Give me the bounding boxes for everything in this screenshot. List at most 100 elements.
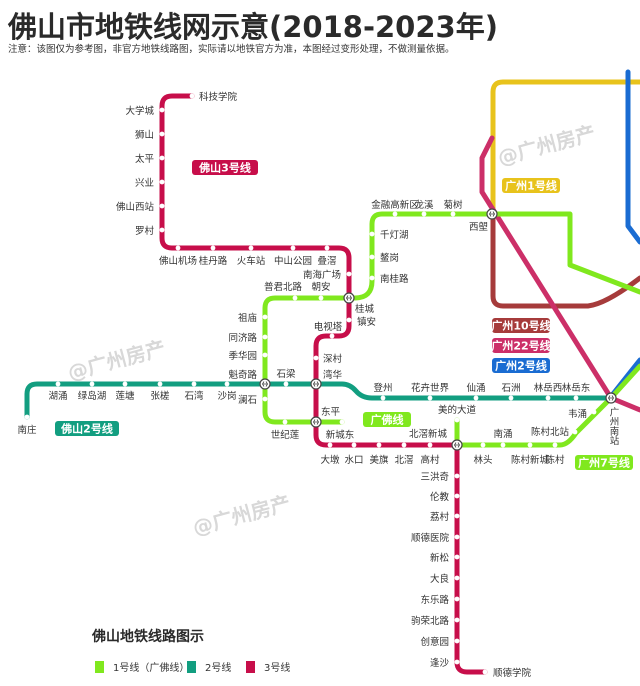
station-line1_south[interactable]: 美的大道 [438, 404, 477, 423]
station-line1_south[interactable]: 陈村 [545, 442, 565, 466]
station-line3[interactable]: 顺德医院 [411, 532, 460, 544]
station-line1_south[interactable]: 韦涌 [568, 409, 597, 420]
station-line3[interactable]: 镇安 [346, 316, 376, 328]
station-line1_south[interactable]: 南涌 [493, 428, 513, 448]
station-line1[interactable]: 澜石 [238, 395, 268, 406]
station-line3[interactable]: 高村 [420, 442, 440, 466]
station-line2[interactable]: 林岳西 [534, 382, 563, 401]
station-line2[interactable]: 石梁 [276, 368, 296, 387]
station-line1[interactable]: 金融高新区 [371, 199, 419, 217]
station-line3[interactable]: 逢沙 [430, 657, 460, 669]
station-label: 顺德医院 [411, 532, 450, 544]
watermark: @广州房产 [495, 121, 598, 170]
station-line3[interactable]: 兴业 [135, 178, 165, 189]
station-line3[interactable]: 佛山机场 [159, 245, 197, 267]
interchange-station[interactable]: 桂城 [343, 292, 375, 315]
station-label: 朝安 [311, 281, 330, 293]
station-line1[interactable]: 新城东 [326, 419, 355, 441]
station-line2[interactable]: 张槎 [150, 381, 170, 402]
station-line1_south[interactable]: 林头 [473, 442, 493, 466]
legend-item-line2: 2号线 [187, 659, 231, 674]
legend-label: 1号线（广佛线） [113, 663, 190, 674]
station-line1[interactable]: 菊树 [443, 199, 463, 217]
station-label: 绿岛湖 [78, 390, 107, 402]
station-line1[interactable]: 鳌岗 [369, 252, 399, 264]
station-line3[interactable]: 大墩 [320, 442, 340, 466]
station-line3[interactable]: 大良 [430, 573, 460, 585]
station-line2[interactable]: 绿岛湖 [78, 381, 107, 402]
station-line3[interactable]: 创意园 [420, 636, 460, 648]
station-line3[interactable]: 伦教 [430, 491, 460, 503]
station-line2[interactable]: 沙岗 [217, 381, 237, 402]
station-dot [157, 381, 163, 387]
station-dot [318, 295, 324, 301]
interchange-station[interactable]: 北滘新城 [409, 428, 463, 451]
station-line3[interactable]: 顺德学院 [482, 667, 532, 679]
station-line1[interactable]: 同济路 [228, 332, 268, 344]
station-label: 鳌岗 [380, 252, 399, 264]
station-line2[interactable]: 石湾 [184, 381, 204, 402]
station-dot [351, 442, 357, 448]
interchange-station[interactable]: 广州南站 [605, 392, 619, 446]
badge-background [492, 318, 550, 333]
station-line1[interactable]: 世纪莲 [271, 419, 300, 441]
station-dot [454, 617, 460, 623]
station-label: 普君北路 [264, 281, 303, 293]
station-line3[interactable]: 水口 [344, 442, 364, 466]
station-line3[interactable]: 桂丹路 [199, 245, 228, 267]
station-line1[interactable]: 千灯湖 [369, 230, 409, 241]
station-line2[interactable]: 石洲 [501, 383, 521, 401]
station-line3[interactable]: 科技学院 [189, 91, 238, 103]
station-line3[interactable]: 南海广场 [303, 269, 352, 281]
station-line1[interactable]: 普君北路 [264, 281, 303, 301]
station-dot [454, 596, 460, 602]
station-line3[interactable]: 中山公园 [274, 245, 312, 267]
station-line3[interactable]: 佛山西站 [116, 201, 165, 213]
station-label: 沙岗 [217, 391, 236, 402]
station-dot [450, 211, 456, 217]
interchange-station[interactable]: 东平 [310, 406, 341, 428]
station-line3[interactable]: 太平 [135, 153, 165, 165]
badge-label: 广州7号线 [578, 456, 630, 470]
station-line3[interactable]: 罗村 [135, 225, 165, 237]
station-line2[interactable]: 登州 [373, 383, 393, 401]
station-line3[interactable]: 深村 [313, 353, 343, 365]
station-line3[interactable]: 驹荣北路 [411, 615, 460, 627]
station-line3[interactable]: 三洪奇 [420, 471, 460, 483]
station-line3[interactable]: 大学城 [125, 105, 165, 117]
station-line2[interactable]: 仙涌 [466, 382, 486, 401]
station-line3[interactable]: 北滘 [394, 442, 414, 466]
transfer-arrows-icon [608, 395, 614, 401]
badge-background [363, 412, 411, 427]
station-line3[interactable]: 狮山 [135, 130, 165, 141]
station-line3[interactable]: 火车站 [237, 245, 266, 267]
station-line1_south[interactable]: 陈村北站 [531, 426, 578, 438]
interchange-station[interactable]: 西塱 [469, 208, 498, 233]
station-line1[interactable]: 南桂路 [369, 273, 409, 285]
station-line2[interactable]: 南庄 [17, 414, 37, 436]
station-line3[interactable]: 新松 [430, 552, 460, 564]
interchange-station[interactable]: 魁奇路 [228, 369, 271, 390]
station-dot [159, 107, 165, 113]
station-line3[interactable]: 叠滘 [317, 245, 337, 267]
station-line3[interactable]: 荔村 [430, 511, 460, 523]
station-line2[interactable]: 湖涌 [48, 381, 68, 402]
station-dot [159, 179, 165, 185]
fs2-line [24, 381, 614, 420]
station-line1[interactable]: 季华园 [228, 350, 268, 362]
station-line3[interactable]: 美旗 [369, 442, 389, 466]
station-line1[interactable]: 祖庙 [238, 312, 268, 324]
station-line2[interactable]: 莲塘 [115, 381, 135, 402]
interchange-station[interactable]: 湾华 [310, 369, 343, 390]
station-line2[interactable]: 花卉世界 [411, 382, 450, 401]
badge-label: 佛山3号线 [198, 161, 251, 175]
station-label: 科技学院 [199, 91, 238, 103]
station-line1[interactable]: 龙溪 [414, 199, 434, 217]
station-dot [122, 381, 128, 387]
station-line2[interactable]: 林岳东 [562, 382, 591, 401]
station-line3[interactable]: 东乐路 [420, 594, 460, 606]
station-line3[interactable]: 电视塔 [314, 321, 343, 339]
station-dot [89, 381, 95, 387]
station-line1_south[interactable]: 陈村新城 [511, 442, 550, 466]
station-line1[interactable]: 朝安 [311, 281, 331, 301]
